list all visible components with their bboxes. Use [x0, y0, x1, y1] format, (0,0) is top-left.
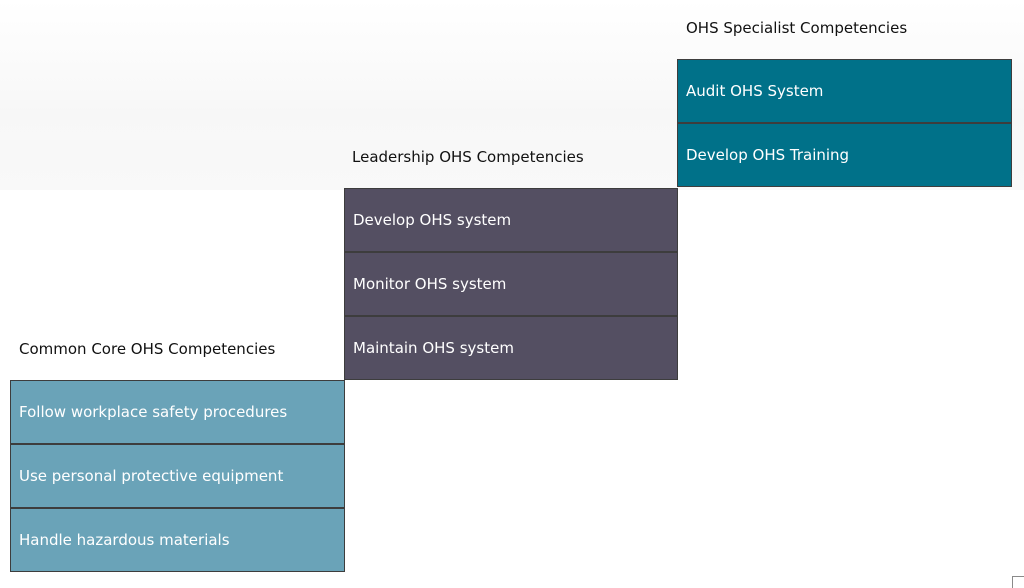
competency-use-ppe: Use personal protective equipment	[10, 444, 345, 508]
tier-title-specialist: OHS Specialist Competencies	[686, 19, 908, 37]
competency-follow-safety-procedures: Follow workplace safety procedures	[10, 380, 345, 444]
tier-title-leadership: Leadership OHS Competencies	[352, 148, 584, 166]
competency-handle-hazardous-materials: Handle hazardous materials	[10, 508, 345, 572]
corner-resize-mark	[1012, 576, 1024, 588]
competency-develop-ohs-system: Develop OHS system	[344, 188, 678, 252]
tier-title-common-core: Common Core OHS Competencies	[19, 340, 276, 358]
competency-audit-ohs-system: Audit OHS System	[677, 59, 1012, 123]
competency-develop-ohs-training: Develop OHS Training	[677, 123, 1012, 187]
competency-monitor-ohs-system: Monitor OHS system	[344, 252, 678, 316]
competency-maintain-ohs-system: Maintain OHS system	[344, 316, 678, 380]
